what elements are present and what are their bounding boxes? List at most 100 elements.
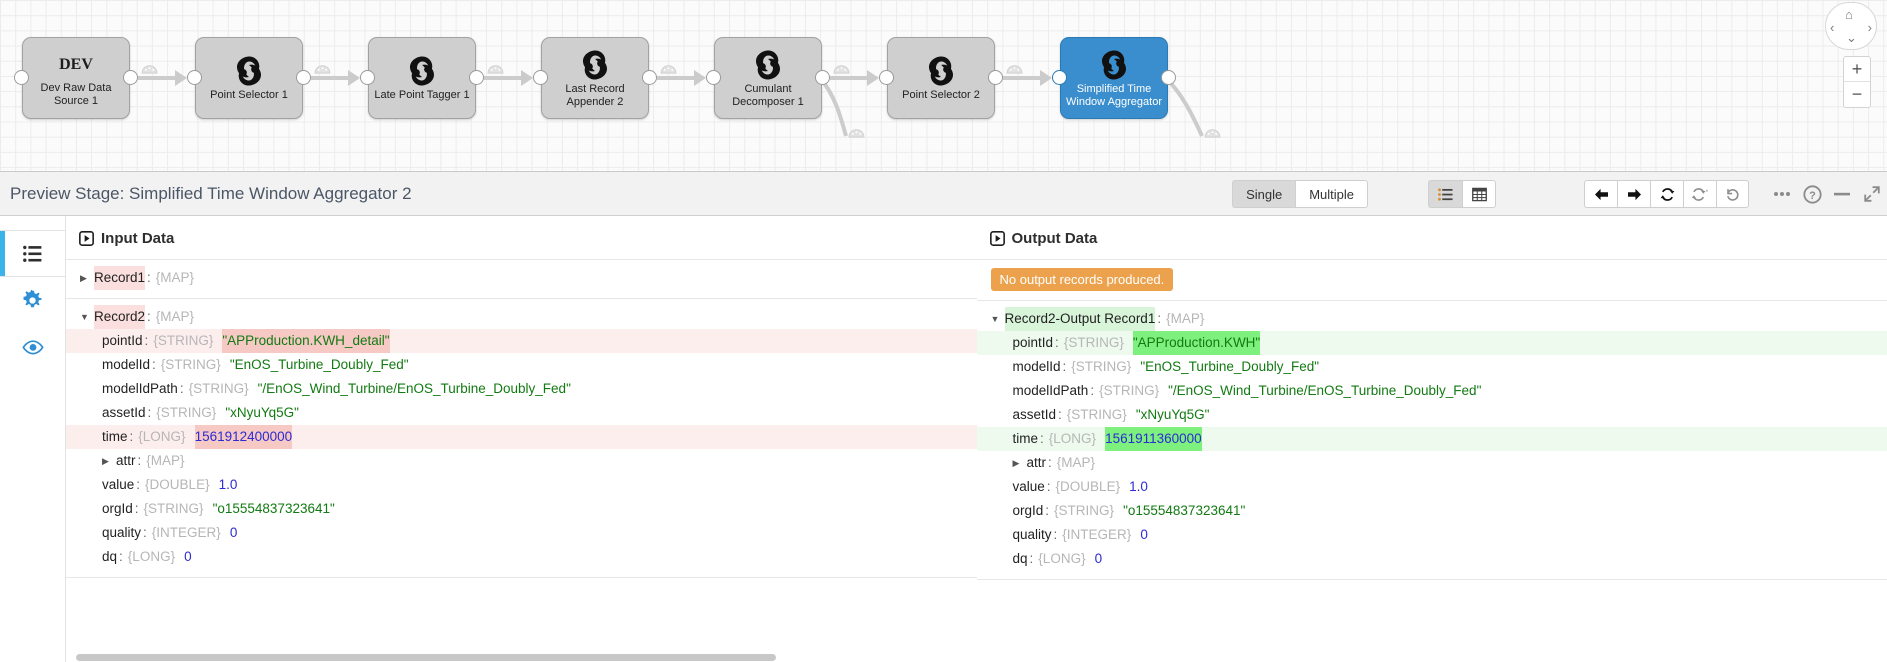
stage-link[interactable]	[1003, 76, 1040, 80]
field-row[interactable]: time:{LONG}1561912400000	[66, 425, 977, 449]
view-mode-group[interactable]	[1428, 180, 1496, 208]
pipeline-stage-last-record-appender-2[interactable]: Last Record Appender 2	[541, 37, 649, 119]
input-record-list[interactable]: ▶Record1:{MAP} ▼Record2:{MAP}pointId:{STR…	[66, 259, 977, 578]
field-row[interactable]: assetId:{STRING}"xNyuYq5G"	[977, 403, 1887, 427]
rail-item-stage-configuration[interactable]	[0, 277, 65, 324]
preview-mode-group[interactable]: Single Multiple	[1232, 180, 1368, 208]
pan-left-icon[interactable]: ‹	[1830, 20, 1835, 35]
output-record-list[interactable]: No output records produced. ▼Record2-Out…	[976, 259, 1887, 580]
stage-link[interactable]	[138, 76, 175, 80]
field-row[interactable]: assetId:{STRING}"xNyuYq5G"	[66, 401, 977, 425]
record-expand-caret-icon[interactable]: ▼	[990, 314, 1000, 324]
stage-output-port[interactable]	[296, 70, 311, 85]
field-row[interactable]: pointId:{STRING}"APProduction.KWH"	[976, 331, 1887, 355]
field-row[interactable]: value:{DOUBLE}1.0	[66, 473, 977, 497]
list-view-button[interactable]	[1428, 180, 1462, 208]
pipeline-stage-cumulant-decomposer-1[interactable]: Cumulant Decomposer 1	[714, 37, 822, 119]
field-row[interactable]: ▶attr:{MAP}	[977, 451, 1887, 475]
canvas-zoom-buttons[interactable]: + −	[1843, 56, 1871, 108]
field-row[interactable]: ▶attr:{MAP}	[66, 449, 977, 473]
stage-output-port[interactable]	[815, 70, 830, 85]
pipeline-stage-point-selector-1[interactable]: Point Selector 1	[195, 37, 303, 119]
field-row[interactable]: pointId:{STRING}"APProduction.KWH_detail…	[66, 329, 977, 353]
record-block[interactable]: ▶Record1:{MAP}	[66, 260, 977, 299]
pan-right-icon[interactable]: ›	[1867, 20, 1872, 35]
field-row[interactable]: modelIdPath:{STRING}"/EnOS_Wind_Turbine/…	[66, 377, 977, 401]
field-value: "EnOS_Turbine_Doubly_Fed"	[1140, 359, 1320, 374]
pipeline-stage-late-point-tagger-1[interactable]: Late Point Tagger 1	[368, 37, 476, 119]
step-back-button[interactable]	[1584, 180, 1617, 208]
record-header-row[interactable]: ▼Record2:{MAP}	[66, 305, 977, 329]
stage-link[interactable]	[484, 76, 521, 80]
field-row[interactable]: orgId:{STRING}"o15554837323641"	[977, 499, 1887, 523]
expand-button[interactable]	[1857, 179, 1887, 209]
pan-down-icon[interactable]: ⌄	[1846, 30, 1857, 45]
data-panels: Input Data ▶Record1:{MAP}▼Record2:{MAP}p…	[66, 216, 1887, 662]
rail-item-watch-expressions[interactable]	[0, 324, 65, 371]
pipeline-stage-point-selector-2[interactable]: Point Selector 2	[887, 37, 995, 119]
record-header-row[interactable]: ▶Record1:{MAP}	[66, 266, 977, 290]
scrollbar-thumb[interactable]	[76, 654, 776, 661]
table-view-button[interactable]	[1462, 180, 1496, 208]
stage-output-port[interactable]	[1161, 70, 1176, 85]
field-row[interactable]: modelId:{STRING}"EnOS_Turbine_Doubly_Fed…	[977, 355, 1887, 379]
stage-input-port[interactable]	[187, 70, 202, 85]
preview-navigation-group[interactable]: *	[1584, 180, 1749, 208]
stage-input-port[interactable]	[1052, 70, 1067, 85]
rail-item-preview-list[interactable]	[0, 230, 65, 277]
stage-output-port[interactable]	[988, 70, 1003, 85]
stage-link[interactable]	[657, 76, 694, 80]
record-header-row[interactable]: ▼Record2-Output Record1:{MAP}	[977, 307, 1887, 331]
mode-multiple-button[interactable]: Multiple	[1295, 180, 1368, 208]
record-block[interactable]: ▼Record2:{MAP}pointId:{STRING}"APProduct…	[66, 299, 977, 578]
field-expand-caret-icon[interactable]: ▶	[102, 456, 109, 466]
link-throughput-meter-icon	[833, 62, 850, 75]
field-row[interactable]: value:{DOUBLE}1.0	[977, 475, 1887, 499]
field-expand-caret-icon[interactable]: ▶	[1012, 458, 1020, 468]
record-expand-caret-icon[interactable]: ▼	[80, 312, 89, 322]
field-row[interactable]: modelId:{STRING}"EnOS_Turbine_Doubly_Fed…	[66, 353, 977, 377]
revert-button[interactable]	[1716, 180, 1749, 208]
run-preview-all-button[interactable]: *	[1683, 180, 1716, 208]
zoom-out-button[interactable]: −	[1851, 84, 1863, 104]
field-value: "EnOS_Turbine_Doubly_Fed"	[229, 357, 409, 372]
link-throughput-meter-icon	[314, 62, 331, 75]
more-options-button[interactable]	[1767, 179, 1797, 209]
field-row[interactable]: dq:{LONG}0	[66, 545, 977, 569]
field-type: {STRING}	[1099, 383, 1160, 398]
stage-label: Simplified Time Window Aggregator	[1066, 82, 1162, 108]
stage-output-port[interactable]	[123, 70, 138, 85]
horizontal-scrollbar[interactable]	[66, 653, 1887, 662]
home-icon[interactable]: ⌂	[1845, 7, 1853, 22]
stage-input-port[interactable]	[533, 70, 548, 85]
field-row[interactable]: orgId:{STRING}"o15554837323641"	[66, 497, 977, 521]
stage-output-port[interactable]	[469, 70, 484, 85]
record-expand-caret-icon[interactable]: ▶	[80, 273, 87, 283]
stage-input-port[interactable]	[14, 70, 29, 85]
field-row[interactable]: quality:{INTEGER}0	[977, 523, 1887, 547]
canvas-pan-widget[interactable]: ‹ › ⌂ ⌄	[1825, 2, 1877, 50]
record-block[interactable]: ▼Record2-Output Record1:{MAP}pointId:{ST…	[976, 301, 1887, 580]
minimize-button[interactable]	[1827, 179, 1857, 209]
run-preview-button[interactable]	[1650, 180, 1683, 208]
stage-link[interactable]	[830, 76, 867, 80]
field-row[interactable]: modelIdPath:{STRING}"/EnOS_Wind_Turbine/…	[977, 379, 1887, 403]
mode-single-button[interactable]: Single	[1232, 180, 1296, 208]
stage-input-port[interactable]	[706, 70, 721, 85]
field-row[interactable]: quality:{INTEGER}0	[66, 521, 977, 545]
stage-input-port[interactable]	[360, 70, 375, 85]
stage-link[interactable]	[311, 76, 348, 80]
field-value: 0	[1140, 527, 1148, 542]
stage-output-port[interactable]	[642, 70, 657, 85]
field-row[interactable]: time:{LONG}1561911360000	[976, 427, 1887, 451]
step-forward-button[interactable]	[1617, 180, 1650, 208]
field-row[interactable]: dq:{LONG}0	[977, 547, 1887, 571]
stage-input-port[interactable]	[879, 70, 894, 85]
zoom-in-button[interactable]: +	[1844, 57, 1870, 82]
field-value: 0	[229, 525, 238, 540]
pipeline-stage-simplified-time-window-aggregator[interactable]: Simplified Time Window Aggregator	[1060, 37, 1168, 119]
help-button[interactable]: ?	[1797, 179, 1827, 209]
